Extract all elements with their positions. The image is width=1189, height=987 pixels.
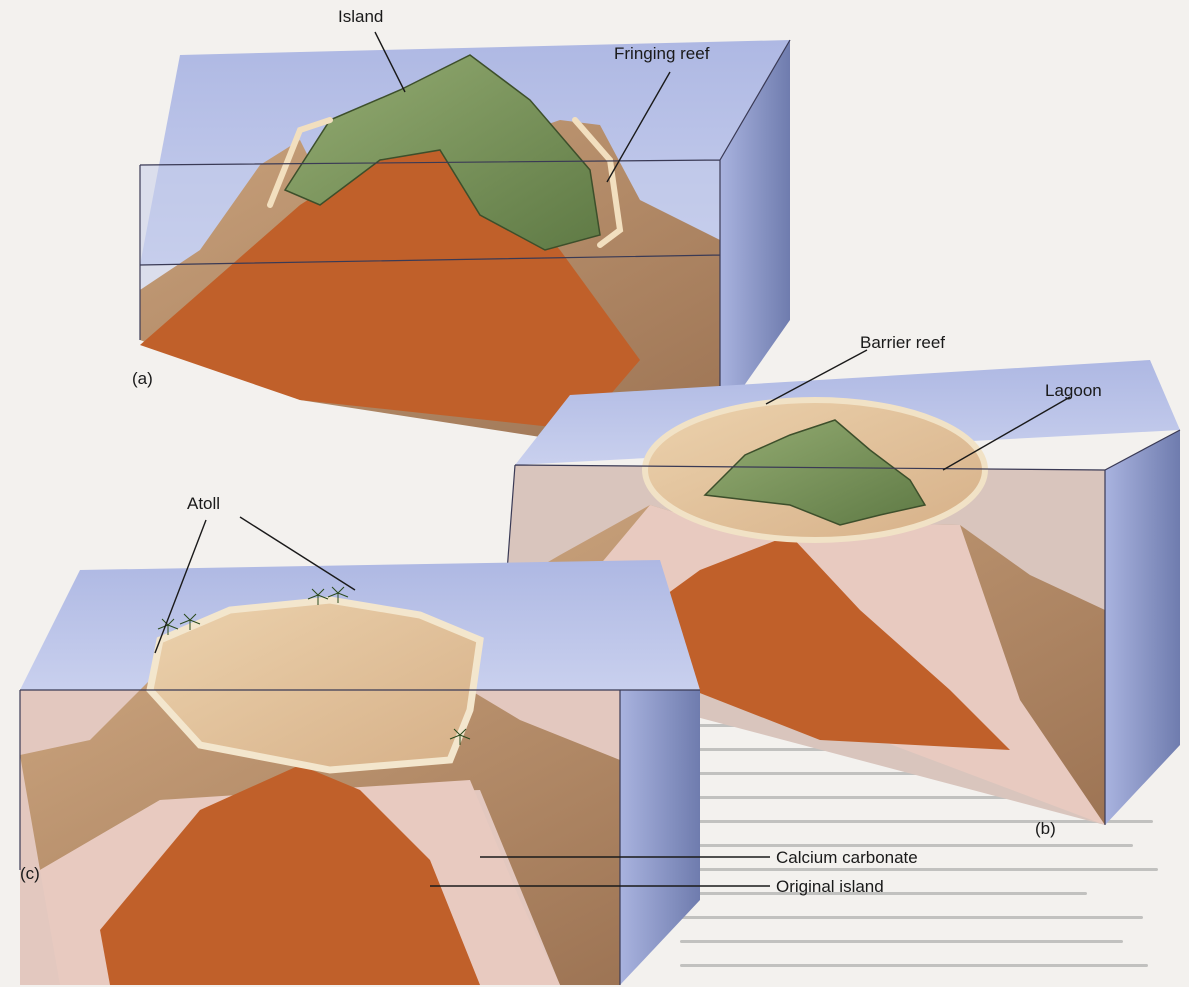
label-lagoon: Lagoon bbox=[1045, 382, 1102, 399]
block-c-atoll bbox=[20, 560, 700, 985]
label-island: Island bbox=[338, 8, 383, 25]
block-a-fringing-reef bbox=[140, 40, 790, 440]
water-side-b bbox=[1105, 430, 1180, 825]
label-panel-b: (b) bbox=[1035, 820, 1056, 837]
label-original-island: Original island bbox=[776, 878, 884, 895]
atoll-lagoon-c bbox=[150, 600, 480, 770]
label-panel-a: (a) bbox=[132, 370, 153, 387]
label-panel-c: (c) bbox=[20, 865, 40, 882]
water-side-c bbox=[620, 690, 700, 985]
label-atoll: Atoll bbox=[187, 495, 220, 512]
label-fringing-reef: Fringing reef bbox=[614, 45, 709, 62]
label-calcium-carbonate: Calcium carbonate bbox=[776, 849, 918, 866]
label-barrier-reef: Barrier reef bbox=[860, 334, 945, 351]
